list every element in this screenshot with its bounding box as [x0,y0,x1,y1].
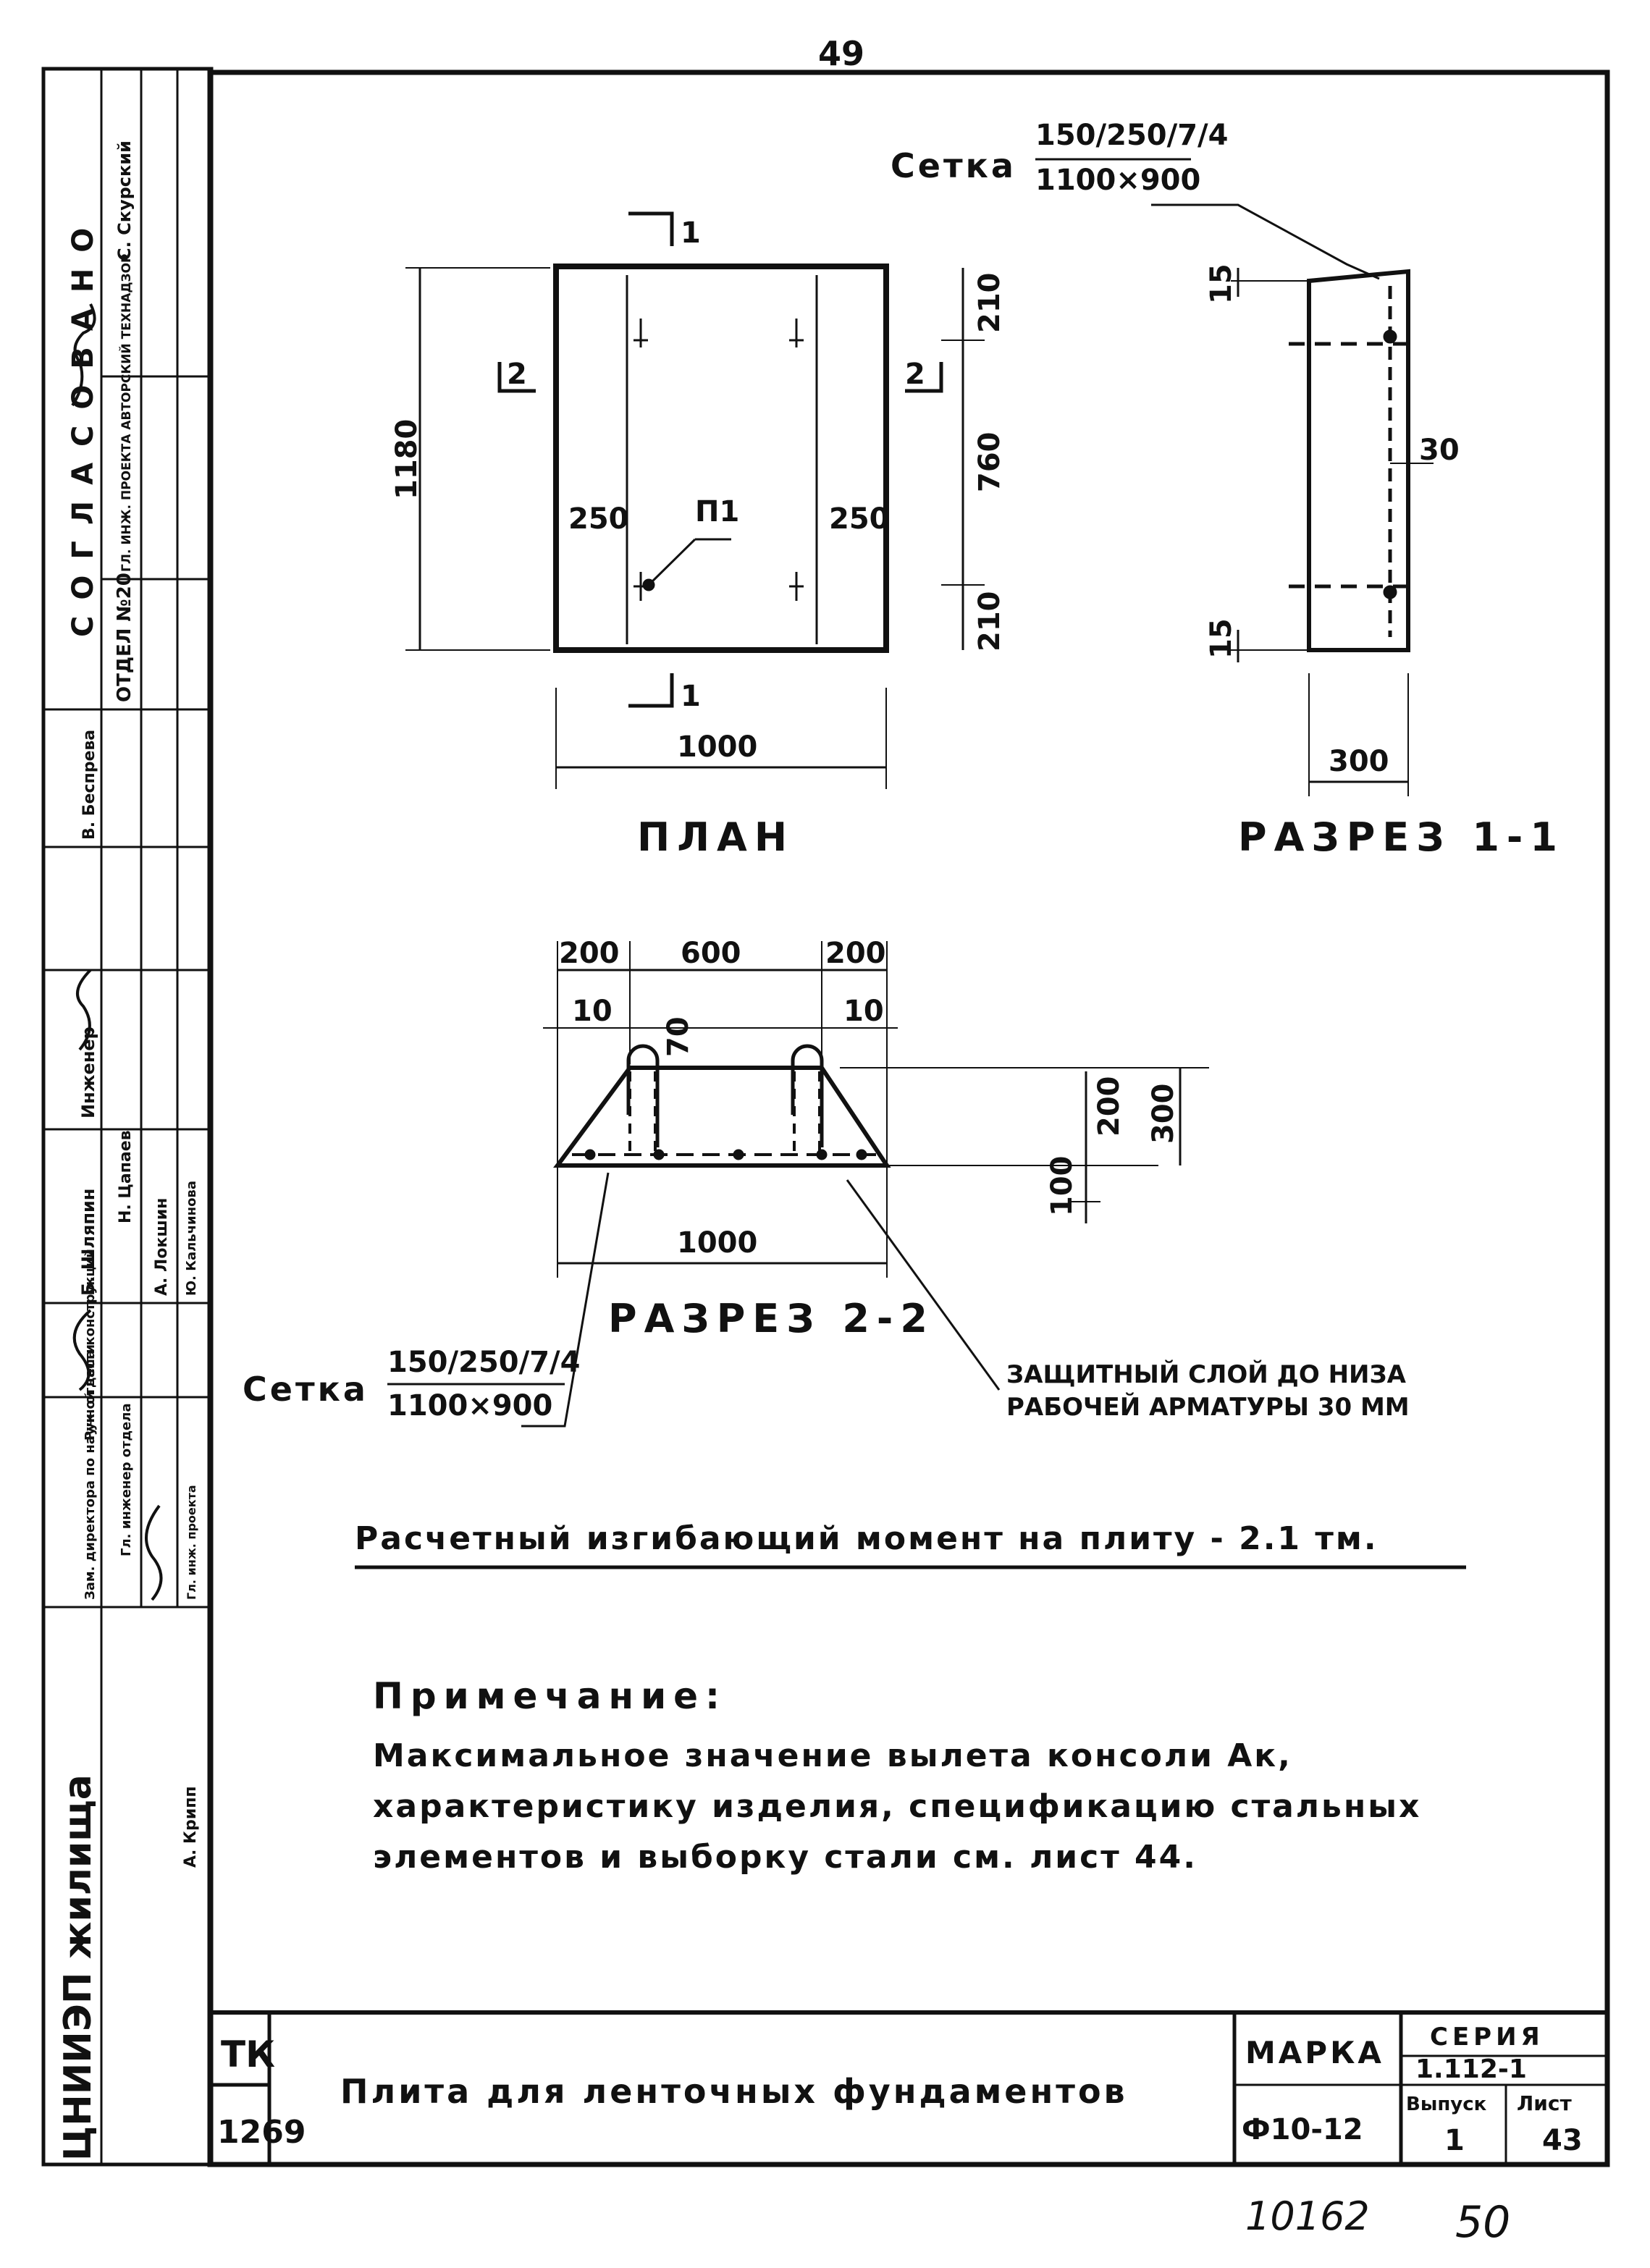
stamp-row2-role: Рук. отдела конструкций [83,1249,98,1441]
tb-issue-value: 1 [1444,2124,1465,2157]
s11-dim-side: 30 [1419,434,1460,467]
cover-note-line1: ЗАЩИТНЫЙ СЛОЙ ДО НИЗА [1006,1359,1407,1389]
mesh-bottom-prefix: Сетка [243,1370,369,1409]
mesh-bottom-numerator: 150/250/7/4 [387,1346,580,1379]
section-1-1 [1151,203,1434,796]
signature-3 [72,1309,92,1391]
stamp-supervisor-role: ГЛ. ИНЖ. ПРОЕКТА АВТОРСКИЙ ТЕХНАДЗОР [118,254,134,573]
page-number-top: 49 [818,34,864,73]
plan-section-mark-top: 1 [681,216,701,250]
signature-4 [145,1504,163,1601]
stamp-agreed: СОГЛАСОВАНО [67,212,100,637]
tb-sheet-value: 43 [1542,2124,1583,2157]
plan-dim-bottom: 210 [973,591,1006,652]
side-stamp [43,69,211,2164]
tb-issue-label: Выпуск [1406,2094,1487,2115]
s11-dim-width: 300 [1329,745,1389,778]
mesh-top-callout: Сетка 150/250/7/4 1100×900 [891,119,1228,197]
tb-name: Плита для ленточных фундаментов [340,2072,1128,2111]
moment-line: Расчетный изгибающий момент на плиту - 2… [355,1520,1378,1557]
title-block [211,2010,1607,2164]
signature-1 [71,303,96,407]
s22-title: РАЗРЕЗ 2-2 [608,1296,935,1341]
s22-dim-edge-left: 10 [572,995,613,1028]
remark-heading: Примечание: [373,1675,727,1717]
s22-dim-total-height: 300 [1147,1084,1180,1144]
stamp-row1-name: А. Крипп [182,1786,200,1868]
signature-2 [76,969,92,1051]
s11-dim-top: 15 [1205,264,1238,304]
stamp-engineer-role: Инженер [78,1026,98,1118]
plan-dim-height: 1180 [390,419,424,499]
tb-series-label: СЕРИЯ [1430,2023,1544,2052]
s22-dim-upper: 200 [1093,1076,1126,1137]
stamp-row3-role: Гл. инженер отдела [119,1403,134,1556]
tb-mark-label: МАРКА [1245,2035,1384,2070]
stamp-dept: ОТДЕЛ №20 [114,573,135,702]
stamp-row4-role: Гл. инж. проекта [185,1485,198,1600]
sheet-frame [41,67,1610,2167]
stamp-row3-name: А. Локшин [153,1198,171,1296]
tb-tk-number: 1269 [217,2114,306,2151]
remark-line1: Максимальное значение вылета консоли Ак, [373,1737,1292,1774]
s11-dim-bottom: 15 [1205,618,1238,659]
mesh-bottom-denominator: 1100×900 [387,1389,552,1422]
plan-labels: 1 1 2 2 1180 1000 250 250 210 760 210 П1… [390,216,1006,860]
tb-series-value: 1.112-1 [1415,2054,1527,2084]
section-2-2-labels: 200 600 200 10 10 70 200 100 300 1000 РА… [559,937,1180,1341]
s22-dim-width: 1000 [677,1226,757,1260]
s22-dim-center: 600 [681,937,741,970]
mesh-bottom-callout: Сетка 150/250/7/4 1100×900 [243,1346,580,1422]
mesh-top-numerator: 150/250/7/4 [1035,119,1228,152]
tb-mark-value: Ф10-12 [1242,2113,1363,2146]
stamp-row2-name: Н. Цапаев [117,1130,135,1223]
stamp-row1-role: Зам. директора по научной части [83,1344,98,1600]
cover-note: ЗАЩИТНЫЙ СЛОЙ ДО НИЗА РАБОЧЕЙ АРМАТУРЫ 3… [1006,1359,1410,1422]
title-block-text: ТК 1269 Плита для ленточных фундаментов … [217,2023,1583,2157]
stamp-engineer-name2: В. Беспрева [80,730,98,840]
section-2-2 [521,941,1209,1428]
plan-view [405,211,985,789]
remark-block: Примечание: Максимальное значение вылета… [373,1675,1421,1876]
s22-dim-right: 200 [825,937,886,970]
s22-dim-left: 200 [559,937,620,970]
plan-loop-label: П1 [695,495,739,528]
plan-section-mark-left: 2 [507,358,527,391]
plan-dim-right-strip: 250 [829,502,890,536]
plan-section-mark-right: 2 [905,358,925,391]
page-number-bottom-right: 50 [1455,2197,1510,2248]
side-stamp-text: СОГЛАСОВАНО ОТДЕЛ №20 ГЛ. ИНЖ. ПРОЕКТА А… [56,140,200,2161]
remark-line2: характеристику изделия, спецификацию ста… [373,1788,1421,1825]
plan-section-mark-bottom: 1 [681,680,701,713]
plan-dim-width: 1000 [677,730,757,764]
stamp-row4-name: Ю. Кальчинова [184,1181,199,1296]
s22-dim-loop: 70 [662,1016,695,1057]
tb-tk: ТК [221,2033,275,2075]
section-1-1-labels: 15 15 30 300 РАЗРЕЗ 1-1 [1205,264,1565,860]
stamp-supervisor-name: С. Скурский [114,140,135,261]
stamp-engineer-name1: Б. Шляпин [78,1189,98,1296]
s22-dim-edge-right: 10 [843,995,884,1028]
remark-line3: элементов и выборку стали см. лист 44. [373,1839,1197,1876]
mesh-top-prefix: Сетка [891,146,1016,185]
plan-title: ПЛАН [637,814,794,860]
mesh-top-denominator: 1100×900 [1035,164,1200,197]
tb-sheet-label: Лист [1517,2091,1572,2115]
plan-dim-top: 210 [973,273,1006,334]
plan-dim-left-strip: 250 [568,502,629,536]
plan-dim-middle: 760 [973,432,1006,493]
s11-title: РАЗРЕЗ 1-1 [1238,814,1565,860]
cover-note-line2: РАБОЧЕЙ АРМАТУРЫ 30 ММ [1006,1392,1410,1422]
s22-dim-lower: 100 [1045,1156,1079,1217]
stamp-org: ЦНИИЭП жилища [56,1774,100,2161]
page-number-bottom-left: 10162 [1245,2193,1370,2239]
